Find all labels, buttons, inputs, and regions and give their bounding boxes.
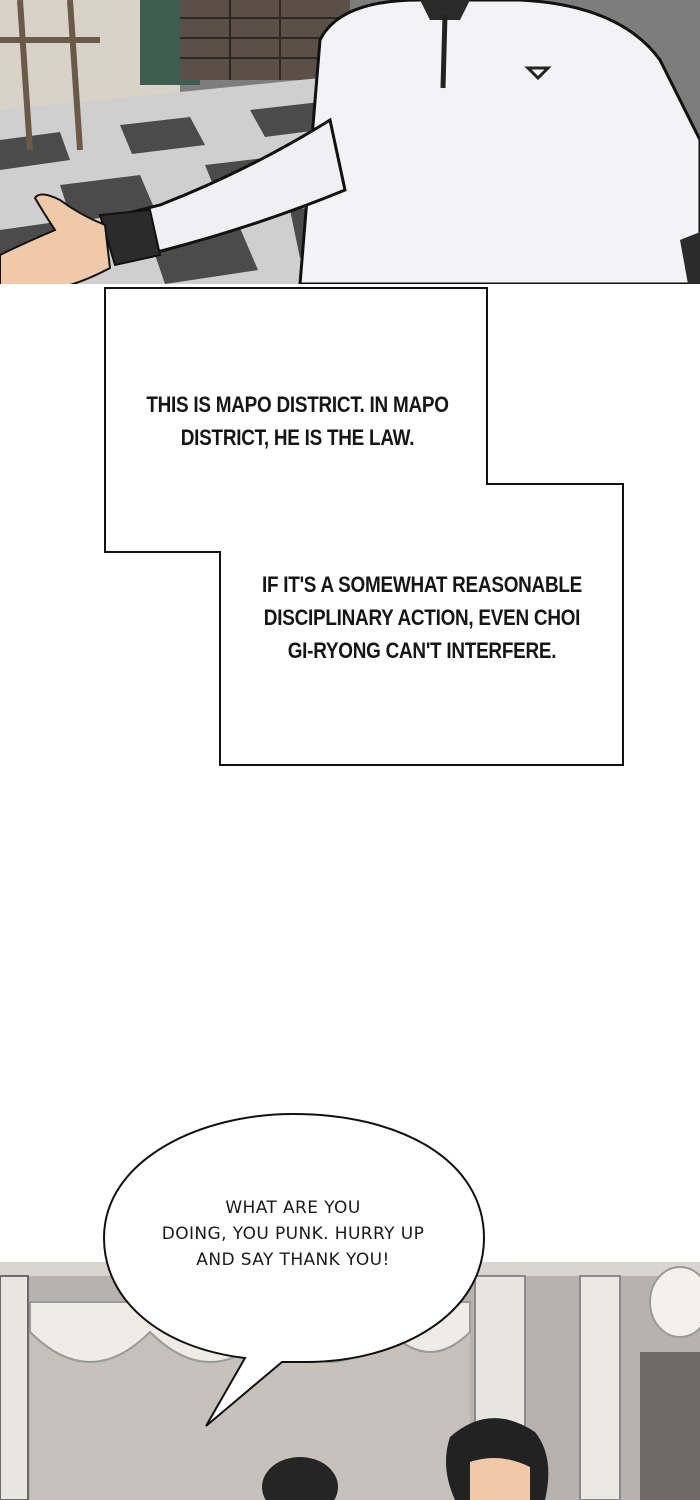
caption-1: THIS IS MAPO DISTRICT. IN MAPO DISTRICT,… <box>132 388 463 454</box>
speech-bubble-text: WHAT ARE YOU DOING, YOU PUNK. HURRY UP A… <box>118 1195 468 1273</box>
speech-bubble <box>102 1112 486 1427</box>
top-comic-panel <box>0 0 700 284</box>
caption-2-line: DISCIPLINARY ACTION, EVEN CHOI <box>263 605 581 630</box>
caption-box-outline <box>104 287 624 766</box>
top-panel-illustration <box>0 0 700 284</box>
caption-boxes <box>104 287 624 766</box>
caption-1-line: THIS IS MAPO DISTRICT. IN MAPO <box>146 392 449 417</box>
speech-line: WHAT ARE YOU <box>225 1198 361 1218</box>
speech-line: AND SAY THANK YOU! <box>196 1250 390 1270</box>
caption-2: IF IT'S A SOMEWHAT REASONABLE DISCIPLINA… <box>250 568 594 667</box>
caption-1-line: DISTRICT, HE IS THE LAW. <box>180 425 415 450</box>
caption-2-line: IF IT'S A SOMEWHAT REASONABLE <box>261 572 583 597</box>
speech-line: DOING, YOU PUNK. HURRY UP <box>161 1224 425 1244</box>
speech-bubble-outline <box>102 1112 486 1427</box>
caption-2-line: GI-RYONG CAN'T INTERFERE. <box>287 638 557 663</box>
